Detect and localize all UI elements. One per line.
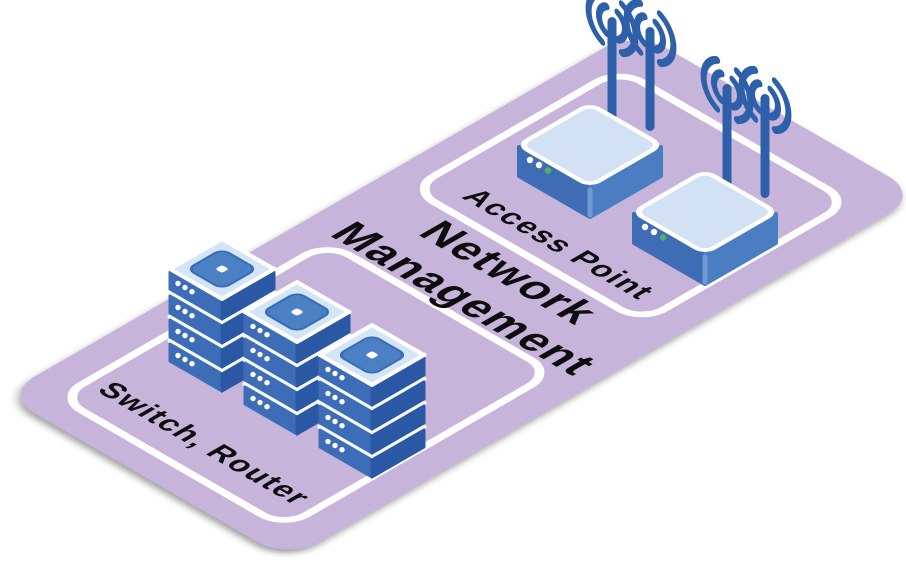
network-management-plane [21,40,903,550]
switch-stack-icon [320,325,424,477]
